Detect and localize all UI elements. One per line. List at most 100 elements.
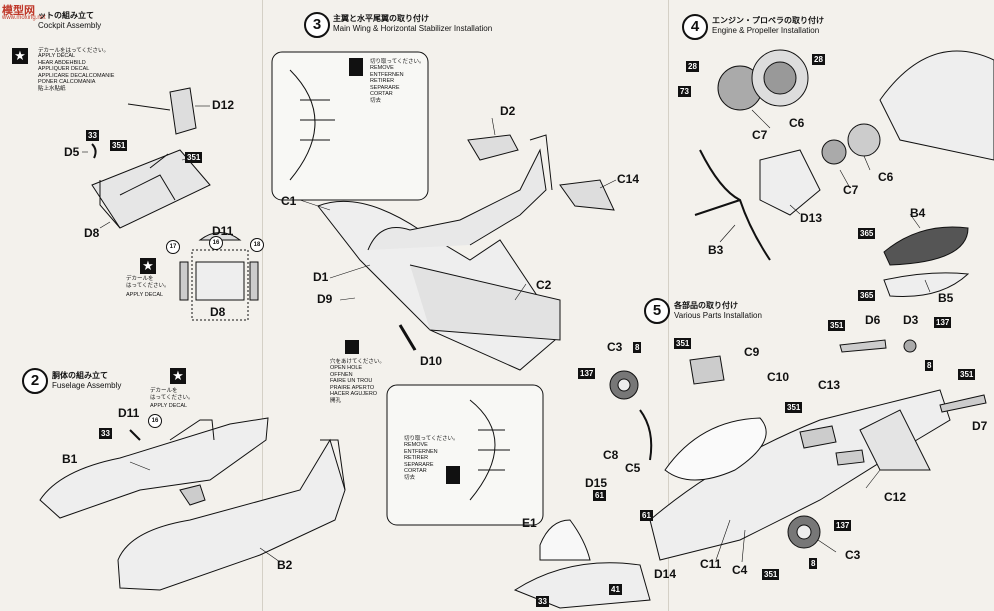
- part-label: C3: [845, 548, 861, 562]
- paint-badge: 41: [609, 584, 622, 595]
- drill-icon: [345, 340, 359, 354]
- knife-icon: [349, 58, 363, 76]
- part-label: C4: [732, 563, 748, 577]
- part-label: D8: [210, 305, 226, 319]
- horizontal-stabilizer-drawing: [467, 134, 519, 161]
- part-label: C14: [617, 172, 640, 186]
- step5-title-en: Various Parts Installation: [674, 311, 762, 320]
- hole-note-lines: OPEN HOLE OFFNEN FAIRE UN TROU PRAIRE AP…: [330, 365, 378, 404]
- paint-badge: 351: [958, 369, 976, 380]
- fuselage-left-half-drawing: [39, 417, 269, 519]
- part-label: D12: [212, 98, 235, 112]
- part-label: B3: [708, 243, 724, 257]
- decal-note-lines: APPLY DECAL HEAR ABDEHBILD APPLIQUER DEC…: [38, 53, 115, 92]
- paint-badge: 351: [110, 140, 128, 151]
- step2-title-jp: 胴体の組み立て: [52, 371, 108, 380]
- part-label: C3: [607, 340, 623, 354]
- part-label: D3: [903, 313, 919, 327]
- remove-note-jp: 切り取ってください。: [404, 436, 459, 442]
- part-label: C6: [878, 170, 894, 184]
- part-label: D1: [313, 270, 329, 284]
- paint-badge: 365: [858, 228, 876, 239]
- part-label: B1: [62, 452, 78, 466]
- paint-badge: 365: [858, 290, 876, 301]
- part-label: C8: [603, 448, 619, 462]
- remove-note-jp: 切り取ってください。: [370, 59, 425, 65]
- part-label: B4: [910, 206, 926, 220]
- step-number-5: 5: [644, 298, 670, 324]
- decal-short-en: APPLY DECAL: [150, 403, 188, 409]
- step5-title-jp: 各部品の取り付け: [674, 301, 738, 310]
- part-label: C1: [281, 194, 297, 208]
- part-label: D8: [84, 226, 100, 240]
- step-number-3: 3: [304, 12, 330, 38]
- paint-badge: 137: [934, 317, 952, 328]
- wheel-well-cover-drawing: [664, 417, 767, 481]
- wing-callout-box: [386, 384, 544, 526]
- step4-title-en: Engine & Propeller Installation: [712, 26, 820, 35]
- hole-note-jp: 穴をあけてください。: [330, 359, 385, 365]
- part-label: D14: [654, 567, 677, 581]
- step3-title-jp: 主翼と水平尾翼の取り付け: [333, 14, 429, 23]
- knife-icon: [446, 466, 460, 484]
- part-label: C10: [767, 370, 790, 384]
- decal-short-jp: デカールを はってください。: [126, 276, 170, 289]
- part-label: D2: [500, 104, 516, 118]
- step-number-2: 2: [22, 368, 48, 394]
- horizontal-stabilizer-drawing: [559, 179, 615, 211]
- paint-badge: 137: [834, 520, 852, 531]
- part-label: C5: [625, 461, 641, 475]
- canopy-drawing: [539, 519, 591, 561]
- part-label: D13: [800, 211, 823, 225]
- step-number-4: 4: [682, 14, 708, 40]
- decal-number: 17: [166, 240, 180, 254]
- part-label: C9: [744, 345, 760, 359]
- fuselage-nose-drawing: [879, 50, 994, 161]
- instrument-panel-drawing: [195, 261, 245, 301]
- paint-badge: 33: [86, 130, 99, 141]
- decal-note-jp: デカールをはってください。: [38, 48, 110, 54]
- part-label: C7: [843, 183, 859, 197]
- paint-badge: 8: [925, 360, 934, 371]
- paint-badge: 351: [185, 152, 203, 163]
- part-label: C2: [536, 278, 552, 292]
- star-decal-icon: ★: [170, 368, 186, 384]
- paint-badge: 73: [678, 86, 691, 97]
- decal-number: 16: [148, 414, 162, 428]
- decal-number: 18: [250, 238, 264, 252]
- part-label: C6: [789, 116, 805, 130]
- watermark-logo: 模型网: [2, 4, 35, 17]
- part-label: D9: [317, 292, 333, 306]
- part-label: D10: [420, 354, 443, 368]
- step3-title-en: Main Wing & Horizontal Stabilizer Instal…: [333, 24, 493, 33]
- part-label: D5: [64, 145, 80, 159]
- paint-badge: 28: [686, 61, 699, 72]
- paint-badge: 351: [674, 338, 692, 349]
- part-label: C11: [700, 557, 722, 571]
- watermark-url: www.moxing.net: [2, 15, 46, 21]
- step1-title-en: Cockpit Assembly: [38, 21, 102, 30]
- fuselage-right-half-drawing: [117, 438, 346, 591]
- paint-badge: 33: [536, 596, 549, 607]
- remove-note-lines: REMOVE ENTFERNEN RETIRER SEPARARE CORTAR…: [370, 65, 404, 104]
- part-label: E1: [522, 516, 537, 530]
- propeller-drawing: [694, 149, 771, 261]
- part-label: C12: [884, 490, 907, 504]
- paint-badge: 351: [828, 320, 846, 331]
- part-label: D15: [585, 476, 608, 490]
- seat-back-drawing: [169, 87, 197, 135]
- star-decal-icon: ★: [140, 258, 156, 274]
- part-label: B5: [938, 291, 954, 305]
- paint-badge: 351: [762, 569, 780, 580]
- part-label: D7: [972, 419, 988, 433]
- paint-badge: 33: [99, 428, 112, 439]
- part-label: C13: [818, 378, 841, 392]
- canopy-callout-box: [271, 51, 429, 201]
- paint-badge: 61: [640, 510, 653, 521]
- drop-tank-drawing: [883, 226, 969, 266]
- paint-badge: 8: [809, 558, 818, 569]
- engine-cowling-drawing: [759, 149, 821, 216]
- paint-badge: 8: [633, 342, 642, 353]
- part-label: D11: [118, 406, 140, 420]
